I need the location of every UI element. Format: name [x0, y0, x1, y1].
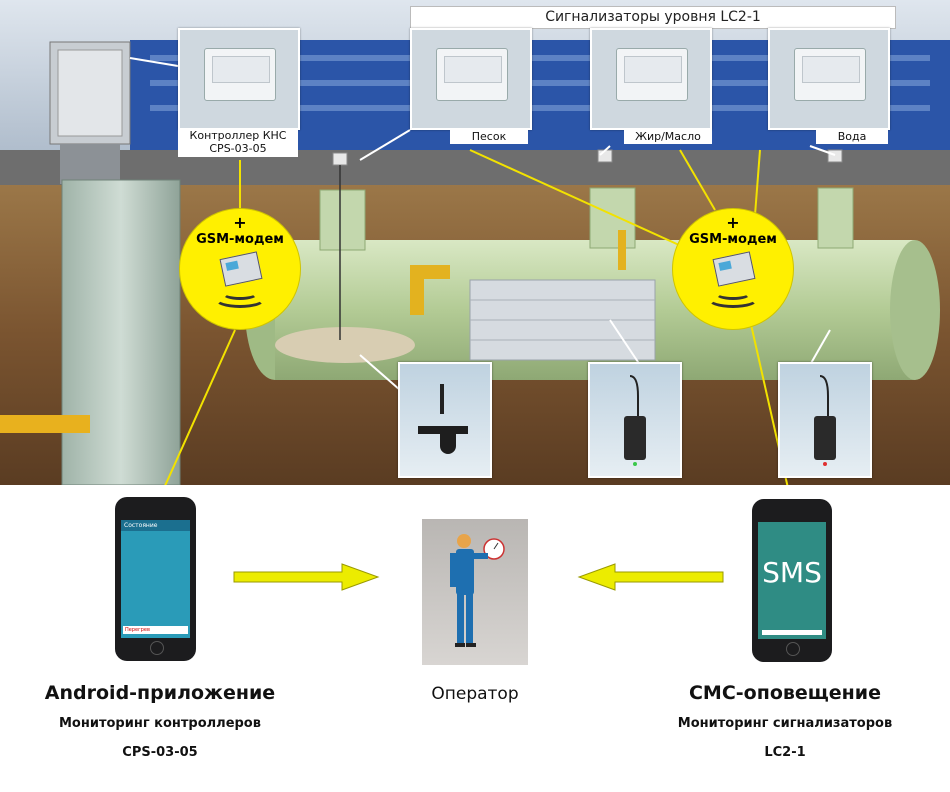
cable-box-1	[332, 152, 348, 166]
signal-wave-icon	[707, 289, 759, 308]
arrow-left-to-operator	[233, 563, 380, 591]
gsm-modem-right: + GSM-модем	[672, 208, 794, 330]
pump-station-shaft	[61, 179, 181, 485]
operator-image	[422, 519, 528, 665]
gsm-label: GSM-модем	[196, 232, 284, 247]
alarm-device-icon	[435, 47, 509, 101]
arrow-right-to-operator	[577, 563, 724, 591]
sms-text: SMS	[762, 556, 822, 589]
tank-right-cap	[890, 240, 940, 380]
sand-probe-image	[398, 362, 492, 478]
android-app-screen: Состояние Перегрев	[121, 520, 190, 638]
sand-heap	[275, 327, 415, 363]
left-caption-sub2: CPS-03-05	[122, 745, 198, 760]
grease-probe-icon	[624, 375, 646, 466]
controller-label-line1: Контроллер КНС	[189, 129, 287, 142]
signal-wave-icon	[214, 289, 266, 308]
riser-1	[319, 189, 366, 251]
yellow-level-rod	[618, 230, 626, 270]
sand-probe-icon	[418, 384, 468, 454]
left-caption-title: Android-приложение	[44, 682, 276, 704]
grease-probe-image	[588, 362, 682, 478]
building-windows	[150, 55, 930, 111]
controller-device-icon	[203, 47, 277, 101]
gsm-modem-left: + GSM-модем	[179, 208, 301, 330]
level-alarms-title: Сигнализаторы уровня LC2-1	[410, 6, 896, 29]
app-status-text: Перегрев	[125, 627, 150, 633]
app-header: Состояние	[121, 520, 190, 531]
sms-phone: SMS	[752, 499, 832, 662]
yellow-pipe	[0, 415, 90, 433]
alarm-device-icon	[615, 47, 689, 101]
home-button	[149, 641, 164, 655]
gsm-modem-icon	[219, 251, 263, 287]
sensor-label-grease: Жир/Масло	[624, 130, 712, 144]
left-caption-sub1: Мониторинг контроллеров	[59, 716, 261, 731]
operator-figure-icon	[450, 534, 505, 647]
inlet-pipe-elbow	[410, 265, 450, 279]
sensor-label-sand: Песок	[450, 130, 528, 144]
alarm-image-sand	[410, 28, 532, 130]
gsm-plus: +	[726, 213, 740, 232]
android-phone: Состояние Перегрев	[115, 497, 196, 661]
gsm-label: GSM-модем	[689, 232, 777, 247]
water-probe-icon	[814, 375, 836, 466]
callout-lines	[129, 57, 836, 391]
app-header-text: Состояние	[124, 522, 158, 529]
controller-label: Контроллер КНС CPS-03-05	[178, 129, 298, 157]
cable-box-3	[827, 149, 843, 163]
riser-2	[589, 187, 636, 249]
gsm-modem-icon	[712, 251, 756, 287]
controller-image	[178, 28, 300, 130]
sms-input-bar	[762, 630, 822, 635]
alarm-device-icon	[793, 47, 867, 101]
riser-3	[817, 187, 854, 249]
right-caption-title: СМС-оповещение	[688, 682, 882, 704]
sms-screen: SMS	[758, 522, 826, 639]
inlet-pipe	[410, 270, 424, 315]
water-probe-image	[778, 362, 872, 478]
app-status-bar: Перегрев	[123, 626, 188, 634]
controller-label-line2: CPS-03-05	[209, 142, 267, 155]
sensor-label-water: Вода	[816, 130, 888, 144]
right-caption-sub1: Мониторинг сигнализаторов	[677, 716, 893, 731]
home-button	[786, 642, 800, 656]
cabinet-stand	[60, 144, 120, 184]
cabinet-door-panel	[57, 49, 123, 137]
alarm-image-water	[768, 28, 890, 130]
gsm-plus: +	[233, 213, 247, 232]
alarm-image-grease	[590, 28, 712, 130]
right-caption-sub2: LC2-1	[764, 745, 806, 760]
operator-caption: Оператор	[431, 684, 519, 704]
